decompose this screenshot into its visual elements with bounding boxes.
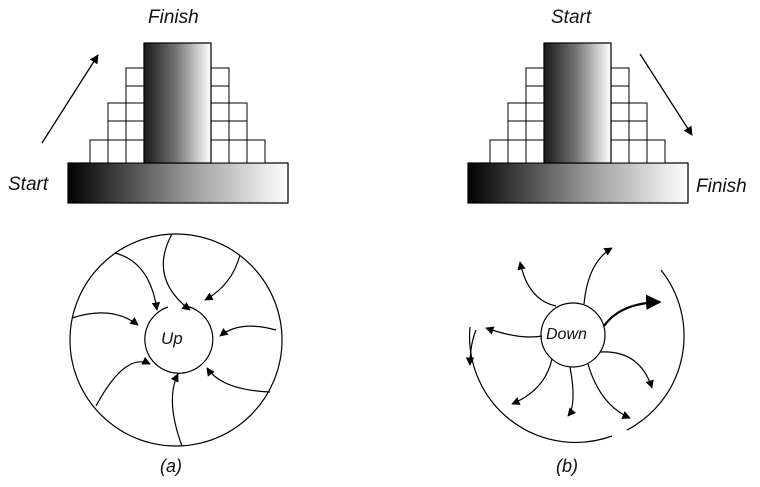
panel-a-column [143, 42, 212, 164]
panel-b-caption: (b) [556, 456, 578, 476]
panel-b-direction-arrow [639, 53, 693, 136]
panel-b-base [467, 162, 689, 204]
panel-b-start-label: Start [551, 7, 592, 28]
panel-b-top-view [465, 247, 685, 444]
panel-a-step-grid [89, 67, 266, 164]
panel-b-center-label: Down [546, 326, 587, 343]
panel-a-caption: (a) [160, 456, 182, 476]
panel-a-start-label: Start [8, 174, 49, 195]
panel-b-step-grid [489, 67, 666, 164]
panel-a-inner-circle [144, 305, 214, 374]
panel-b-outer-circle [468, 269, 685, 444]
panel-b-side-view [467, 42, 693, 204]
panel-a-top-view [69, 233, 283, 447]
panel-b-finish-label: Finish [696, 176, 747, 197]
panel-b-inner-circle [540, 302, 606, 368]
panel-a-side-view [41, 42, 289, 204]
panel-a-center-label: Up [161, 329, 183, 348]
panel-a-base [67, 162, 289, 204]
panel-a-direction-arrow [41, 54, 99, 144]
panel-a-finish-label: Finish [148, 7, 199, 28]
panel-a-outer-circle [69, 233, 283, 447]
panel-b-column [543, 42, 612, 164]
